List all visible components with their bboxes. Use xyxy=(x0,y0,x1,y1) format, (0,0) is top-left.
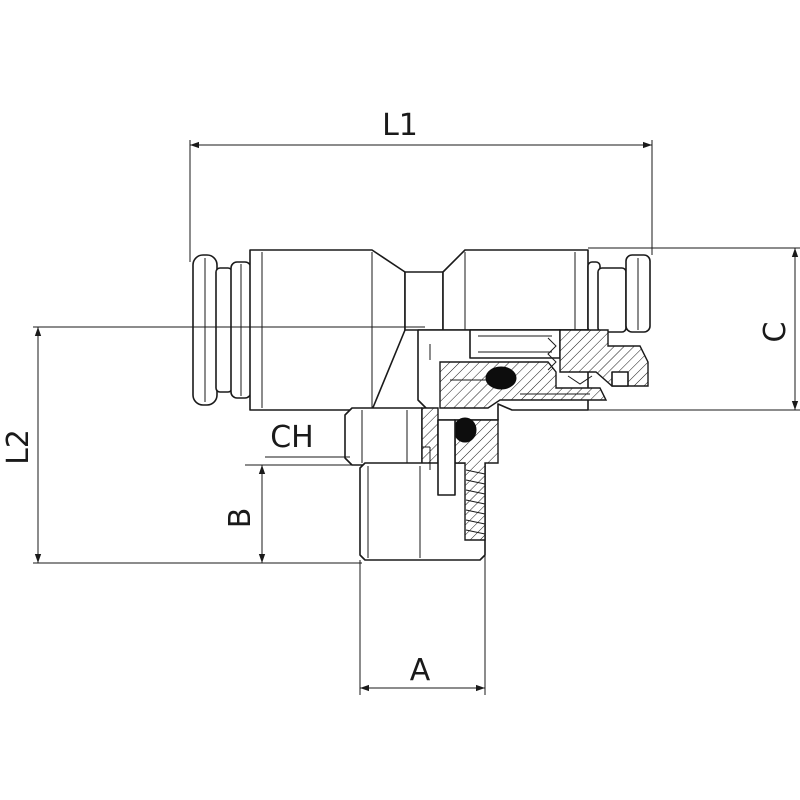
dimension-lines xyxy=(33,140,800,695)
right-housing xyxy=(442,249,589,331)
label-l1: L1 xyxy=(382,108,418,143)
left-collet xyxy=(192,254,252,406)
dimension-labels: L1 C L2 CH B A xyxy=(1,108,793,688)
label-ch: CH xyxy=(270,420,314,455)
section-view xyxy=(417,329,649,421)
o-ring-upper xyxy=(485,366,517,390)
label-c: C xyxy=(758,322,793,343)
hex-nut xyxy=(344,407,439,466)
label-l2: L2 xyxy=(1,429,36,465)
o-ring-lower xyxy=(453,417,477,443)
center-neck xyxy=(404,271,444,331)
label-a: A xyxy=(410,653,431,688)
label-b: B xyxy=(223,508,258,529)
left-housing xyxy=(249,249,406,411)
threaded-stem xyxy=(359,417,499,561)
fitting-body xyxy=(192,249,651,561)
right-collet xyxy=(587,254,651,333)
